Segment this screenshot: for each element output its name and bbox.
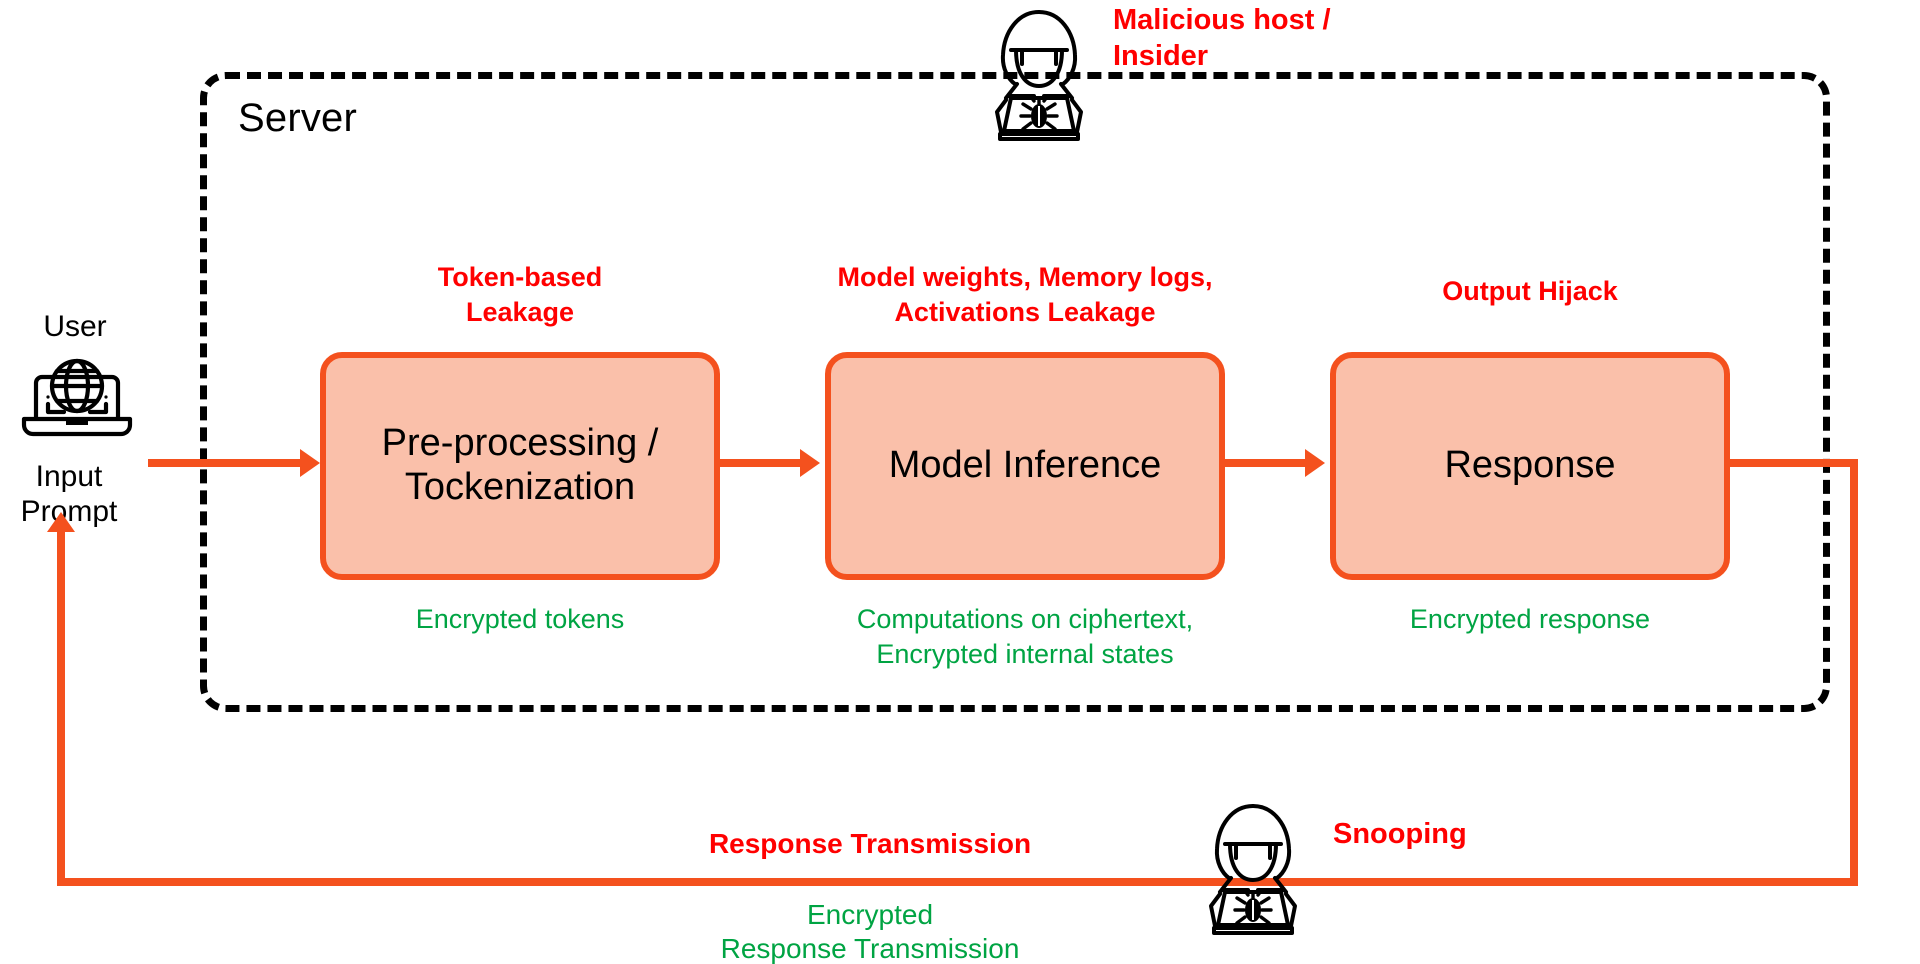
flow-line-user-to-preprocessing <box>148 459 306 467</box>
server-boundary <box>200 72 1830 712</box>
server-label: Server <box>238 96 358 140</box>
mitigation-label-preprocessing: Encrypted tokens <box>415 604 625 634</box>
flow-line-return-up <box>57 530 65 886</box>
transmission-mitigation-label: Encrypted Response Transmission <box>720 899 1020 964</box>
hacker-laptop-bug-icon <box>978 6 1100 141</box>
arrowhead-into-inference <box>800 449 820 477</box>
flow-line-right-down <box>1850 459 1858 886</box>
stage-box-response[interactable]: Response <box>1330 352 1730 580</box>
user-title: User <box>43 310 107 343</box>
mitigation-label-inference: Computations on ciphertext, Encrypted in… <box>856 604 1194 669</box>
flow-line-response-exit <box>1730 459 1858 467</box>
stage-label-inference: Model Inference <box>888 444 1162 487</box>
flow-line-preprocessing-to-inference <box>720 459 806 467</box>
arrowhead-into-user <box>47 512 75 532</box>
transmission-threat-label: Response Transmission <box>708 828 1032 859</box>
snooping-label: Snooping <box>1333 818 1467 850</box>
hacker-laptop-bug-icon <box>1192 800 1314 935</box>
flow-line-inference-to-response <box>1225 459 1311 467</box>
threat-label-response: Output Hijack <box>1442 276 1618 306</box>
mitigation-label-response: Encrypted response <box>1409 604 1651 634</box>
malicious-host-label: Malicious host / Insider <box>1113 4 1331 73</box>
flow-line-return-bottom <box>57 878 1858 886</box>
arrowhead-into-response <box>1305 449 1325 477</box>
stage-box-inference[interactable]: Model Inference <box>825 352 1225 580</box>
laptop-globe-icon <box>18 352 136 444</box>
stage-label-response: Response <box>1444 444 1616 487</box>
stage-box-preprocessing[interactable]: Pre-processing / Tockenization <box>320 352 720 580</box>
stage-label-preprocessing: Pre-processing / Tockenization <box>381 422 659 508</box>
arrowhead-into-preprocessing <box>300 449 320 477</box>
threat-label-preprocessing: Token-based Leakage <box>437 262 603 327</box>
threat-label-inference: Model weights, Memory logs, Activations … <box>837 262 1213 327</box>
